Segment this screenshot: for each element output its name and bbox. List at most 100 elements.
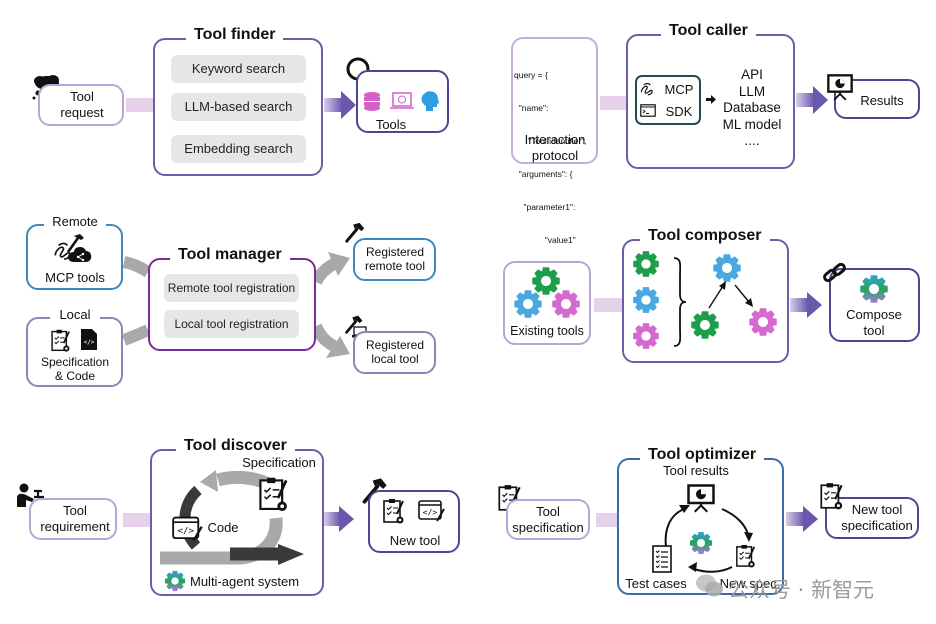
mcp-icon	[640, 82, 653, 96]
database-icon	[364, 92, 380, 111]
gradient-gear-icon	[690, 532, 712, 554]
flow-arrow	[786, 506, 818, 532]
tool-manager-title: Tool manager	[170, 246, 290, 264]
sdk-label: SDK	[665, 104, 693, 119]
target-database: Database	[723, 100, 781, 115]
tool-optimizer-title: Tool optimizer	[640, 446, 765, 464]
connector-bar	[594, 298, 622, 312]
tool-specification-box	[506, 499, 590, 540]
gray-arrows	[121, 252, 350, 358]
flow-arrow	[790, 292, 822, 318]
presentation-chart-icon	[827, 74, 853, 101]
code-line: "arguments": {	[514, 169, 573, 179]
method-llm-search: LLM-based search	[171, 93, 306, 121]
code-line: "parameter1":	[514, 202, 576, 212]
connector-bar	[123, 513, 151, 527]
gear-icon-pink	[633, 323, 659, 349]
code-label: Code	[207, 520, 239, 535]
connector-bar	[596, 513, 618, 527]
brain-icon	[421, 91, 439, 111]
specification-icon	[735, 544, 756, 569]
specification-label: Specification	[242, 455, 316, 470]
method-keyword-search: Keyword search	[171, 55, 306, 83]
test-cases-label: Test cases	[625, 576, 687, 591]
wechat-icon	[696, 574, 723, 597]
brace-icon	[673, 257, 687, 347]
svg-text:</>: </>	[84, 339, 95, 346]
code-line: "Tool identifier",	[514, 136, 587, 146]
tool-finder-title: Tool finder	[186, 26, 284, 44]
new-spec-label: New spec.	[719, 576, 781, 591]
gradient-gear-icon	[164, 570, 186, 592]
specification-icon	[383, 498, 405, 525]
target-llm: LLM	[738, 83, 766, 99]
connector-bar	[126, 98, 154, 112]
registered-remote-box	[353, 238, 436, 281]
code-window-icon	[418, 500, 445, 522]
tool-discover-title: Tool discover	[176, 437, 295, 455]
interaction-protocol-box	[511, 37, 598, 164]
code-line: query = {	[514, 70, 548, 80]
flow-arrow	[324, 506, 354, 532]
code-line: "value1"	[514, 235, 576, 245]
mcp-tools-label: MCP tools	[45, 270, 105, 285]
composition-arrows	[708, 281, 753, 309]
tool-request-box	[38, 84, 124, 126]
code-window-icon	[172, 516, 203, 542]
spec-code-label: Specification& Code	[40, 355, 110, 383]
cycle-arrows	[160, 470, 304, 565]
tool-composer-title: Tool composer	[640, 227, 770, 245]
code-file-icon: </>	[81, 329, 97, 350]
target-api: API	[741, 67, 763, 82]
link-icon	[823, 262, 846, 283]
registered-local-box	[353, 331, 436, 374]
call-targets: API LLM Database ML model ....	[716, 67, 788, 150]
code-line: "name":	[514, 103, 549, 113]
tool-caller-title: Tool caller	[661, 22, 756, 40]
small-arrow-icon	[706, 95, 716, 104]
gear-icon-blue	[633, 287, 659, 313]
target-ml-model: ML model	[722, 116, 782, 132]
gear-icon-green	[633, 251, 659, 277]
remote-registration-step: Remote tool registration	[164, 274, 299, 302]
specification-icon	[259, 476, 289, 513]
tools-label: Tools	[375, 117, 407, 132]
tool-requirement-box	[29, 498, 117, 540]
local-registration-step: Local tool registration	[164, 310, 299, 338]
results-label: Results	[860, 93, 904, 108]
test-cases-icon	[652, 545, 672, 573]
local-box	[26, 317, 123, 387]
flow-arrow	[796, 86, 828, 114]
new-tool-label: New tool	[389, 533, 441, 548]
mcp-cloud-icon	[54, 234, 92, 262]
tool-results-label: Tool results	[663, 463, 729, 478]
existing-tools-label: Existing tools	[510, 324, 584, 338]
multi-agent-system-label: Multi-agent system	[190, 574, 300, 589]
connector-bar	[600, 96, 626, 110]
remote-heading: Remote	[44, 214, 106, 230]
flow-arrow	[324, 91, 356, 119]
gradient-gear-icon	[860, 275, 888, 303]
tool-optimizer-box	[617, 458, 784, 595]
gear-icon-pink	[552, 290, 580, 318]
watermark: 公众号 · 新智元	[728, 578, 875, 602]
specification-icon	[51, 328, 71, 353]
laptop-icon	[390, 92, 414, 109]
gear-icon-blue	[514, 290, 542, 318]
local-heading: Local	[50, 307, 100, 323]
person-at-desk-icon	[17, 483, 46, 507]
target-more: ....	[744, 133, 760, 148]
cycle-arrows	[664, 505, 753, 573]
mcp-label: MCP	[664, 82, 694, 97]
method-embedding-search: Embedding search	[171, 135, 306, 163]
terminal-icon	[640, 104, 656, 117]
protocol-code: query = { "name": "Tool identifier", "ar…	[514, 48, 587, 334]
